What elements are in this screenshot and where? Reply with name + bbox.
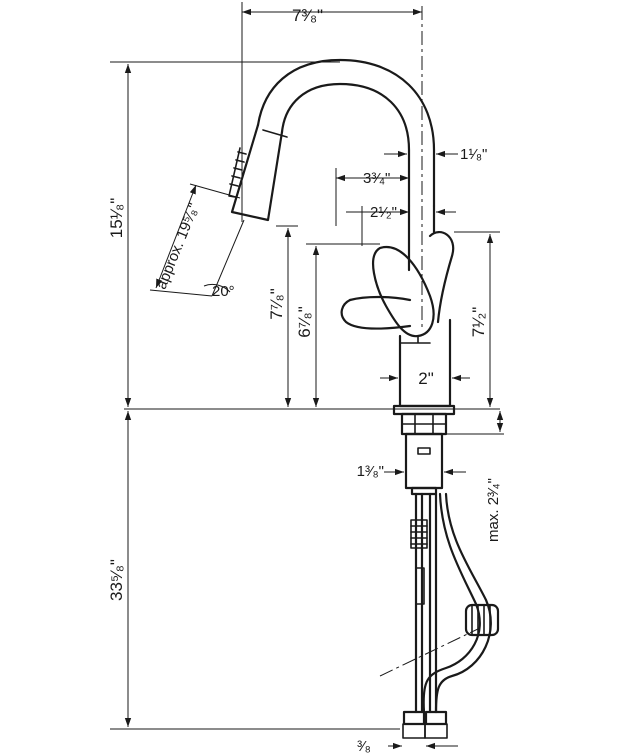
label-top-width: 7³⁄₈" <box>292 6 323 25</box>
label-handle-height: 6⁷⁄₈" <box>295 306 314 338</box>
label-max-deck: max. 2³⁄₄" <box>485 478 502 542</box>
label-spout-outlet-height: 7⁷⁄₈" <box>267 288 286 320</box>
label-supply-size: ³⁄₈ <box>357 738 371 755</box>
label-head-extension: approx. 19⁵⁄₈" <box>153 201 203 292</box>
label-handle-top-height: 7¹⁄₂" <box>469 307 488 338</box>
label-handle-reach-a: 3³⁄₄" <box>363 170 390 187</box>
label-spray-angle: 20° <box>212 283 235 300</box>
faucet-outline <box>124 6 504 739</box>
label-shank-dia: 1³⁄₈" <box>357 463 384 480</box>
label-spout-overall-height: 15¹⁄₈" <box>107 198 126 239</box>
dimension-lines <box>110 2 504 750</box>
label-handle-reach-b: 2¹⁄₂" <box>370 204 397 221</box>
label-below-deck: 33⁵⁄₈" <box>107 559 126 601</box>
dimension-labels: 7³⁄₈" 15¹⁄₈" 33⁵⁄₈" 1¹⁄₈" 3³⁄₄" 2¹⁄₂" ap… <box>107 6 502 755</box>
label-base-dia: 2" <box>418 369 434 388</box>
label-spout-dia: 1¹⁄₈" <box>460 146 487 163</box>
